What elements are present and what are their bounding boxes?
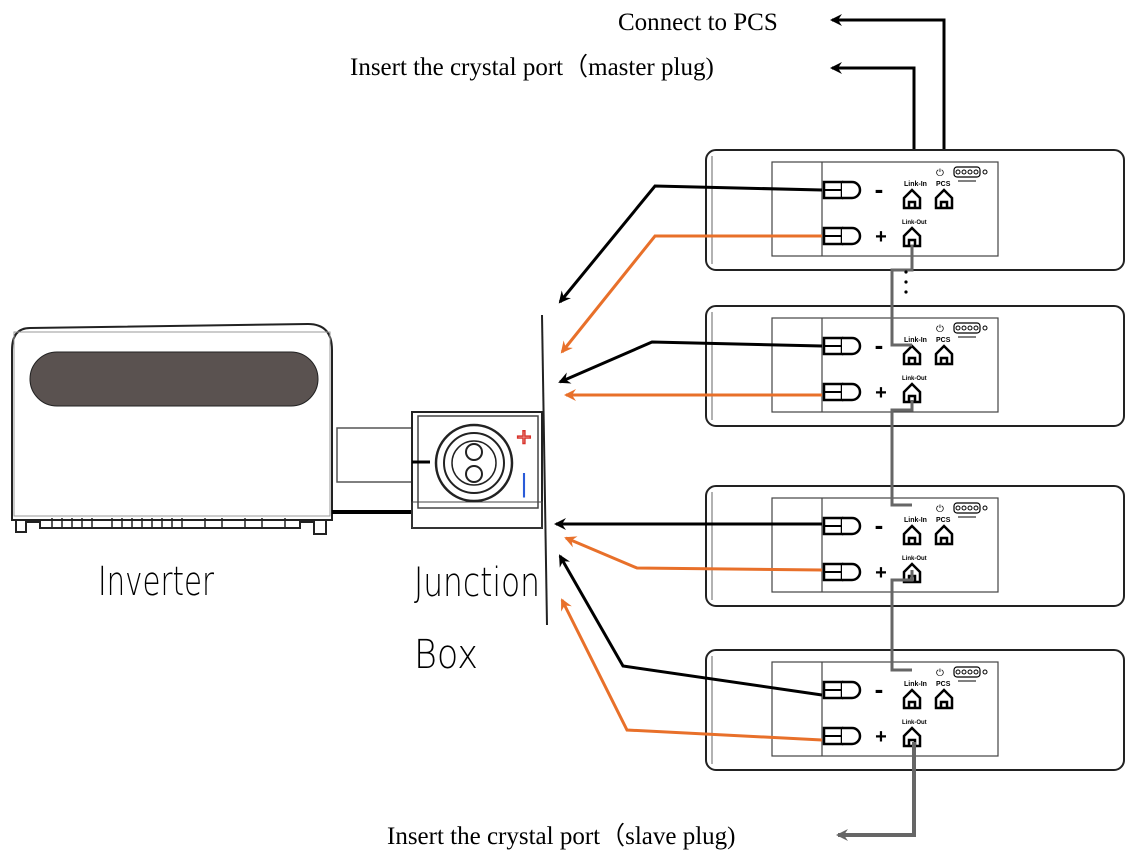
plus-sign: + <box>875 562 887 584</box>
junction-box: + | <box>411 411 543 529</box>
link-out-label: Link-Out <box>902 376 927 382</box>
slave-plug-leader-line <box>836 742 916 841</box>
pcs-port <box>934 524 954 546</box>
inverter-junction-connector <box>336 427 414 483</box>
minus-sign: - <box>875 330 884 360</box>
dip-switch-icon <box>953 166 988 182</box>
link-out-port <box>902 382 922 404</box>
pcs-leader-line <box>830 14 946 190</box>
pcs-port <box>934 688 954 710</box>
plus-sign: + <box>875 226 887 248</box>
positive-terminal <box>822 562 862 582</box>
inverter-label: Inverter <box>98 559 214 605</box>
power-icon: ⏻ <box>936 168 944 179</box>
battery-module: - + Link-In PCS Link-Out ⏻ <box>705 149 1125 271</box>
dip-switch-icon <box>953 322 988 338</box>
battery-module: - + Link-In PCS Link-Out ⏻ <box>705 305 1125 427</box>
minus-sign: - <box>875 674 884 704</box>
link-cable-3-4 <box>890 570 914 672</box>
link-out-label: Link-Out <box>902 220 927 226</box>
plus-sign: + <box>875 382 887 404</box>
link-out-port <box>902 226 922 248</box>
link-in-label: Link-In <box>904 181 927 188</box>
link-in-port <box>902 524 922 546</box>
negative-terminal <box>822 516 862 536</box>
link-out-label: Link-Out <box>902 720 927 726</box>
minus-sign: - <box>875 174 884 204</box>
pcs-port <box>934 344 954 366</box>
pcs-label: PCS <box>936 181 951 188</box>
master-plug-label: Insert the crystal port（master plug) <box>350 53 714 81</box>
module1-positive-cable <box>560 234 822 354</box>
battery-module: - + Link-In PCS Link-Out ⏻ <box>705 649 1125 771</box>
dip-switch-icon <box>953 666 988 682</box>
module2-negative-cable <box>558 340 823 384</box>
power-icon: ⏻ <box>936 668 944 679</box>
positive-terminal <box>822 382 862 402</box>
pcs-label: PCS <box>936 681 951 688</box>
link-cable-1-2 <box>890 245 914 347</box>
dip-switch-icon <box>953 502 988 518</box>
link-in-label: Link-In <box>904 337 927 344</box>
module1-negative-cable <box>558 184 823 304</box>
slave-plug-label: Insert the crystal port（slave plug) <box>387 822 736 850</box>
plus-sign: + <box>875 726 887 748</box>
junction-plus-sign: + <box>516 422 531 452</box>
link-in-port <box>902 344 922 366</box>
inverter-window <box>29 351 319 407</box>
module4-negative-cable <box>558 554 823 697</box>
power-icon: ⏻ <box>936 504 944 515</box>
negative-terminal <box>822 680 862 700</box>
connect-pcs-label: Connect to PCS <box>618 9 778 36</box>
link-in-label: Link-In <box>904 517 927 524</box>
positive-terminal <box>822 226 862 246</box>
module3-positive-cable <box>564 536 823 572</box>
link-cable-2-3 <box>890 400 914 507</box>
link-in-port <box>902 688 922 710</box>
pcs-port <box>934 188 954 210</box>
junction-box-label-line1: Junction <box>414 560 540 606</box>
link-out-port <box>902 726 922 748</box>
power-icon: ⏻ <box>936 324 944 335</box>
module4-positive-cable <box>560 598 823 742</box>
negative-terminal <box>822 180 862 200</box>
inverter <box>11 322 333 535</box>
junction-busbar <box>541 314 548 626</box>
link-out-label: Link-Out <box>902 556 927 562</box>
pcs-label: PCS <box>936 517 951 524</box>
minus-sign: - <box>875 510 884 540</box>
junction-minus-sign: | <box>521 468 528 498</box>
link-in-port <box>902 188 922 210</box>
link-in-label: Link-In <box>904 681 927 688</box>
positive-terminal <box>822 726 862 746</box>
junction-box-label-line2: Box <box>414 632 478 678</box>
junction-socket <box>434 423 514 503</box>
pcs-label: PCS <box>936 337 951 344</box>
negative-terminal <box>822 336 862 356</box>
battery-module: - + Link-In PCS Link-Out ⏻ <box>705 485 1125 607</box>
